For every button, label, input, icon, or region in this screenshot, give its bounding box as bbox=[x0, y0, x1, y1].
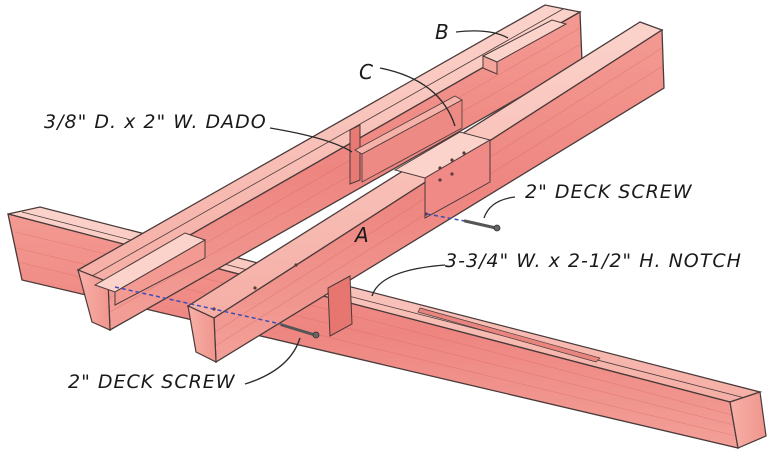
part-label-b: B bbox=[435, 20, 450, 44]
deck-screw-callout-bottom: 2" DECK SCREW bbox=[68, 371, 236, 393]
notch-callout: 3-3/4" W. x 2-1/2" H. NOTCH bbox=[445, 250, 742, 272]
deck-screw-callout-top: 2" DECK SCREW bbox=[525, 181, 693, 203]
dado-callout: 3/8" D. x 2" W. DADO bbox=[44, 111, 267, 133]
part-label-a: A bbox=[355, 223, 370, 247]
part-label-c: C bbox=[359, 60, 374, 84]
leader-lines bbox=[244, 30, 516, 385]
screw-bottom bbox=[114, 286, 320, 339]
screw-top bbox=[426, 213, 501, 232]
beam-b bbox=[76, 4, 583, 332]
beam-a bbox=[186, 21, 665, 364]
